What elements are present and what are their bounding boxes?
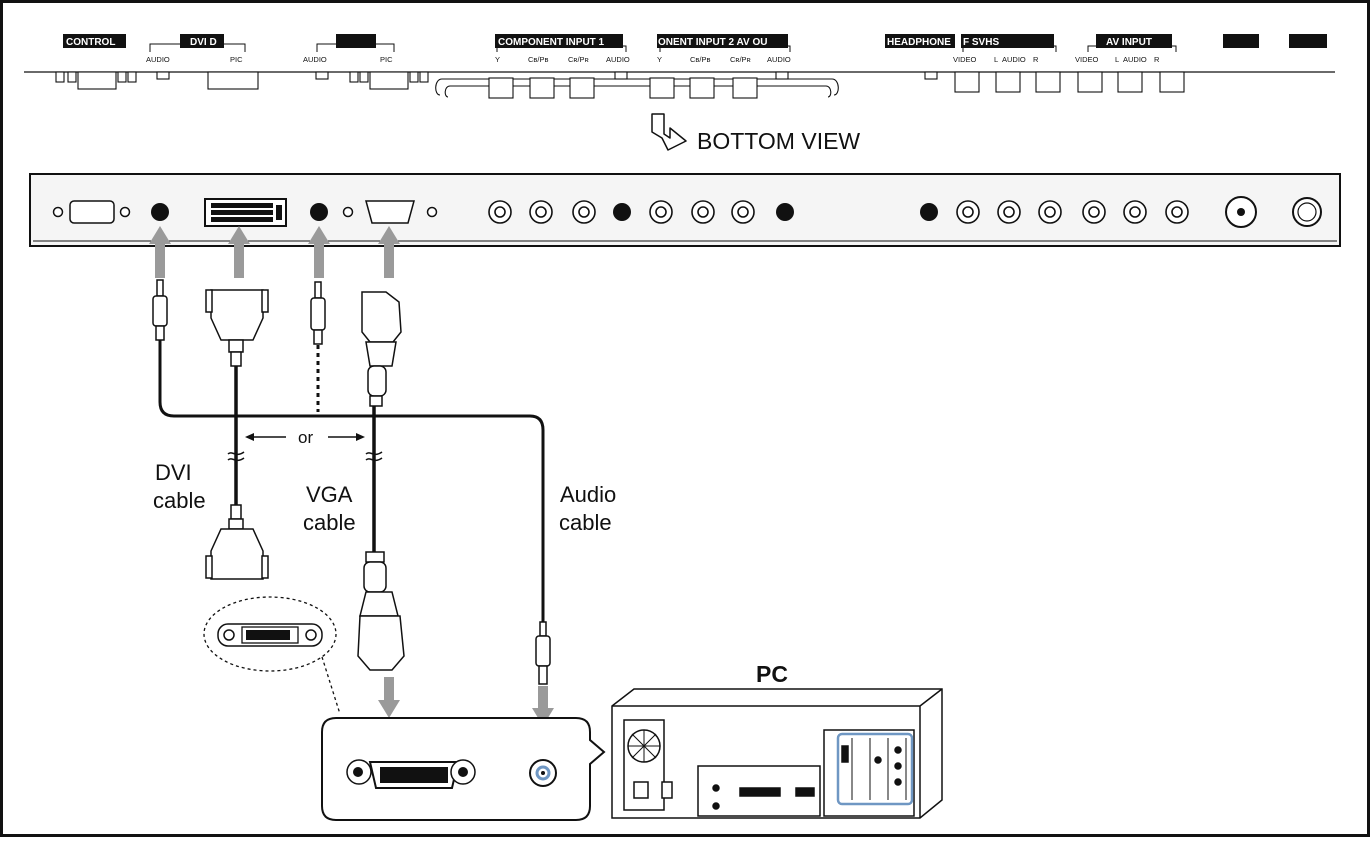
header-blank-b xyxy=(1289,34,1327,48)
bottom-view-arrow-icon xyxy=(651,113,687,151)
sub-svhs-r: R xyxy=(1033,55,1039,64)
connector-panel xyxy=(29,173,1341,247)
pc-icon xyxy=(611,688,943,819)
sub-svhs-video: VIDEO xyxy=(953,55,977,64)
sub-c1-cr: Cʀ/Pʀ xyxy=(568,55,589,64)
sub-dvi-audio: AUDIO xyxy=(146,55,170,64)
fan-icon xyxy=(627,729,661,763)
header-component2: ONENT INPUT 2 AV OU xyxy=(658,37,767,48)
top-strip: CONTROL DVI D COMPONENT INPUT 1 ONENT IN… xyxy=(24,34,1335,99)
pc-port-panel xyxy=(321,717,606,821)
sub-svhs-l: L xyxy=(994,55,998,64)
sub-c2-cb: Cʙ/Pʙ xyxy=(690,55,710,64)
header-component1: COMPONENT INPUT 1 xyxy=(498,37,605,48)
header-control: CONTROL xyxy=(66,37,115,48)
sub-c2-audio: AUDIO xyxy=(767,55,791,64)
vga-cable-label-line2: cable xyxy=(303,510,356,535)
header-headphone: HEADPHONE xyxy=(887,37,951,48)
panel-vga-port xyxy=(365,200,415,224)
dvi-connector-icon xyxy=(205,289,269,580)
sub-dvi-pic: PIC xyxy=(230,55,243,64)
sub-svhs-audio: AUDIO xyxy=(1002,55,1026,64)
dvi-cable-label-line1: DVI xyxy=(155,460,192,485)
header-svhs: F SVHS xyxy=(963,37,999,48)
audio-cable-label-line2: cable xyxy=(559,510,612,535)
sub-c1-audio: AUDIO xyxy=(606,55,630,64)
audio-cable-label-line1: Audio xyxy=(560,482,616,507)
sub-rgb-audio: AUDIO xyxy=(303,55,327,64)
vga-connector-icon xyxy=(357,291,405,671)
sub-av-l: L xyxy=(1115,55,1119,64)
sub-rgb-pic: PIC xyxy=(380,55,393,64)
cables xyxy=(158,338,545,622)
vga-cable-label-line1: VGA xyxy=(306,482,353,507)
sub-av-r: R xyxy=(1154,55,1160,64)
dvi-cable-label-line2: cable xyxy=(153,488,206,513)
or-label: or xyxy=(298,428,313,447)
sub-c1-cb: Cʙ/Pʙ xyxy=(528,55,548,64)
sub-av-audio: AUDIO xyxy=(1123,55,1147,64)
pc-label: PC xyxy=(756,661,788,687)
sub-c1-y: Y xyxy=(495,55,500,64)
sub-c2-y: Y xyxy=(657,55,662,64)
sub-av-video: VIDEO xyxy=(1075,55,1099,64)
connection-arrows xyxy=(149,226,554,726)
header-blank-a xyxy=(1223,34,1259,48)
audio-jack-icon xyxy=(152,279,551,685)
sub-c2-cr: Cʀ/Pʀ xyxy=(730,55,751,64)
dvi-callout-bubble xyxy=(203,596,341,715)
audio-cable xyxy=(158,338,545,622)
header-av-input: AV INPUT xyxy=(1106,37,1152,48)
header-dvi: DVI D xyxy=(190,37,217,48)
bottom-view-label: BOTTOM VIEW xyxy=(697,128,860,154)
